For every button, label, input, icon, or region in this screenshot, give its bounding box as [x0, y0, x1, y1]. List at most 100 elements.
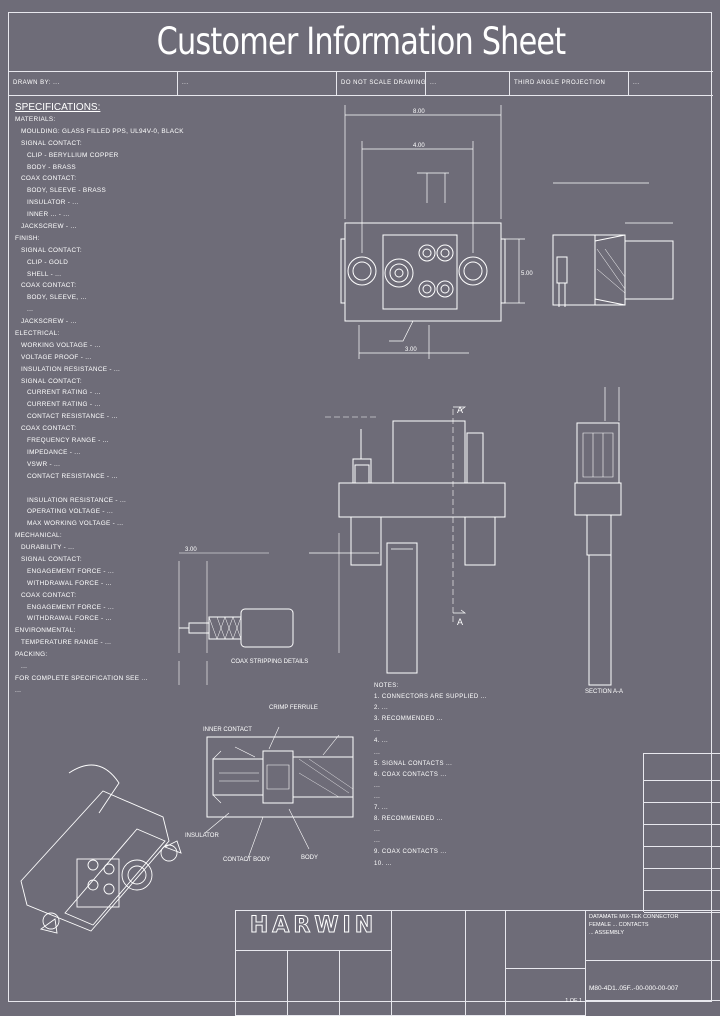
- spec-line: MECHANICAL:: [15, 532, 62, 540]
- specifications-heading: SPECIFICATIONS:: [15, 102, 101, 113]
- note-line: ...: [374, 782, 381, 789]
- mat-cell: [340, 951, 392, 1016]
- spec-line: MATERIALS:: [15, 116, 56, 123]
- description-line: DATAMATE MIX-TEK CONNECTOR: [589, 914, 679, 920]
- logo-cell: HARWIN: [236, 911, 392, 951]
- spec-line: CLIP - GOLD: [27, 258, 69, 266]
- part-number: M80-4D1..05F..-00-000-00-007: [589, 985, 679, 992]
- spec-line: ENGAGEMENT FORCE - ...: [27, 567, 115, 575]
- title-block: HARWIN DATAMATE MIX-TEK CONNECTOR FEMALE…: [235, 910, 720, 1016]
- note-line: ...: [374, 749, 381, 756]
- notes-heading: NOTES:: [374, 683, 399, 689]
- dim-label: 3.00: [405, 347, 417, 353]
- drawing-label: CONTACT BODY: [223, 857, 270, 863]
- spec-line: JACKSCREW - ...: [21, 223, 77, 231]
- description-cell: DATAMATE MIX-TEK CONNECTOR FEMALE ... CO…: [586, 911, 720, 961]
- mat-cell: [236, 951, 288, 1016]
- spec-line: JACKSCREW - ...: [21, 318, 77, 326]
- note-line: 3. RECOMMENDED ...: [374, 716, 443, 723]
- spec-line: WITHDRAWAL FORCE - ...: [27, 579, 112, 587]
- note-line: 7. ...: [374, 805, 389, 812]
- spec-line: CONTACT RESISTANCE - ...: [27, 472, 118, 480]
- spec-line: SIGNAL CONTACT:: [21, 377, 82, 385]
- spec-line: BODY - BRASS: [27, 163, 76, 171]
- cable-strip-detail: [178, 552, 294, 685]
- spec-line: ...: [15, 686, 22, 694]
- drawing-sheet: Customer Information Sheet DRAWN BY: ...…: [8, 12, 720, 1016]
- spec-line: PACKING:: [15, 651, 48, 659]
- note-line: 10. ...: [374, 860, 392, 867]
- note-line: 9. COAX CONTACTS ...: [374, 849, 447, 856]
- isometric-view: [20, 764, 182, 934]
- spec-line: BODY, SLEEVE - BRASS: [27, 187, 107, 195]
- front-elevation: [309, 406, 506, 674]
- title-bar: Customer Information Sheet: [9, 13, 713, 72]
- sheet-number: 1 OF 1: [565, 998, 582, 1004]
- spec-line: ...: [27, 306, 34, 314]
- description-line: ... ASSEMBLY: [589, 930, 625, 936]
- spec-line: DURABILITY - ...: [21, 544, 75, 552]
- spec-line: SIGNAL CONTACT:: [21, 555, 82, 563]
- spec-line: TEMPERATURE RANGE - ...: [21, 639, 112, 647]
- note-line: 5. SIGNAL CONTACTS ...: [374, 760, 453, 767]
- spec-line: ENGAGEMENT FORCE - ...: [27, 603, 115, 611]
- spec-line: CURRENT RATING - ...: [27, 401, 101, 409]
- spec-line: INSULATOR - ...: [27, 199, 79, 207]
- section-detail: [204, 726, 354, 862]
- spec-line: SIGNAL CONTACT:: [21, 246, 82, 254]
- spec-line: ENVIRONMENTAL:: [15, 627, 76, 635]
- spec-line: INSULATION RESISTANCE - ...: [21, 365, 121, 373]
- spec-line: MAX WORKING VOLTAGE - ...: [27, 520, 124, 528]
- spec-line: SIGNAL CONTACT:: [21, 139, 82, 147]
- drawing-label: SECTION A-A: [585, 689, 623, 695]
- spec-line: WORKING VOLTAGE - ...: [21, 341, 101, 349]
- drawing-label: BODY: [301, 855, 318, 861]
- note-line: 1. CONNECTORS ARE SUPPLIED ...: [374, 694, 487, 701]
- dim-label: 3.00: [185, 547, 197, 553]
- page-title: Customer Information Sheet: [72, 13, 649, 71]
- header-cell: ...: [178, 71, 337, 95]
- plan-view: [340, 105, 525, 359]
- dim-label: 8.00: [413, 109, 425, 115]
- spec-line: CLIP - BERYLLIUM COPPER: [27, 151, 119, 159]
- tolerance-cell: [392, 911, 466, 1016]
- notes-block: NOTES: 1. CONNECTORS ARE SUPPLIED ...2. …: [374, 681, 644, 870]
- spec-line: COAX CONTACT:: [21, 282, 77, 290]
- spec-line: WITHDRAWAL FORCE - ...: [27, 615, 112, 623]
- spec-line: VOLTAGE PROOF - ...: [21, 353, 92, 361]
- spec-line: FOR COMPLETE SPECIFICATION SEE ...: [15, 674, 148, 682]
- drawing-label: COAX STRIPPING DETAILS: [231, 659, 308, 665]
- part-number-cell: M80-4D1..05F..-00-000-00-007: [586, 961, 720, 1001]
- ref-cell: [506, 911, 586, 969]
- spec-line: CURRENT RATING - ...: [27, 389, 101, 397]
- side-view: [552, 182, 674, 307]
- dim-label: 4.00: [413, 143, 425, 149]
- spec-line: COAX CONTACT:: [21, 175, 77, 183]
- revision-block: [643, 753, 720, 913]
- header-cell: DRAWN BY: ...: [9, 71, 178, 95]
- drawing-label: INSULATOR: [185, 833, 219, 839]
- spec-line: COAX CONTACT:: [21, 425, 77, 433]
- header-row: DRAWN BY: ... ... DO NOT SCALE DRAWING .…: [9, 71, 713, 96]
- dim-label: 5.00: [521, 271, 533, 277]
- spec-line: IMPEDANCE - ...: [27, 448, 81, 456]
- note-line: 8. RECOMMENDED ...: [374, 816, 443, 823]
- spec-line: ELECTRICAL:: [15, 330, 60, 338]
- harwin-logo: HARWIN: [249, 913, 378, 939]
- note-line: ...: [374, 727, 381, 734]
- technical-drawing: 8.00 4.00 5.00 3.00 3.00 COAX STRIPPING …: [20, 105, 674, 934]
- side-elevation: [574, 387, 622, 686]
- header-cell: ...: [426, 71, 510, 95]
- spec-line: ...: [21, 662, 28, 670]
- note-line: ...: [374, 793, 381, 800]
- header-cell: DO NOT SCALE DRAWING: [337, 71, 426, 95]
- spec-line: BODY, SLEEVE, ...: [27, 294, 87, 302]
- note-line: 4. ...: [374, 738, 389, 745]
- spec-line: OPERATING VOLTAGE - ...: [27, 508, 114, 516]
- spec-line: INSULATION RESISTANCE - ...: [27, 496, 127, 504]
- drawing-label: INNER CONTACT: [203, 727, 252, 733]
- section-marker: A: [457, 617, 463, 627]
- spec-line: SHELL - ...: [27, 270, 62, 278]
- header-cell: THIRD ANGLE PROJECTION: [510, 71, 629, 95]
- approval-cell: [466, 911, 506, 1016]
